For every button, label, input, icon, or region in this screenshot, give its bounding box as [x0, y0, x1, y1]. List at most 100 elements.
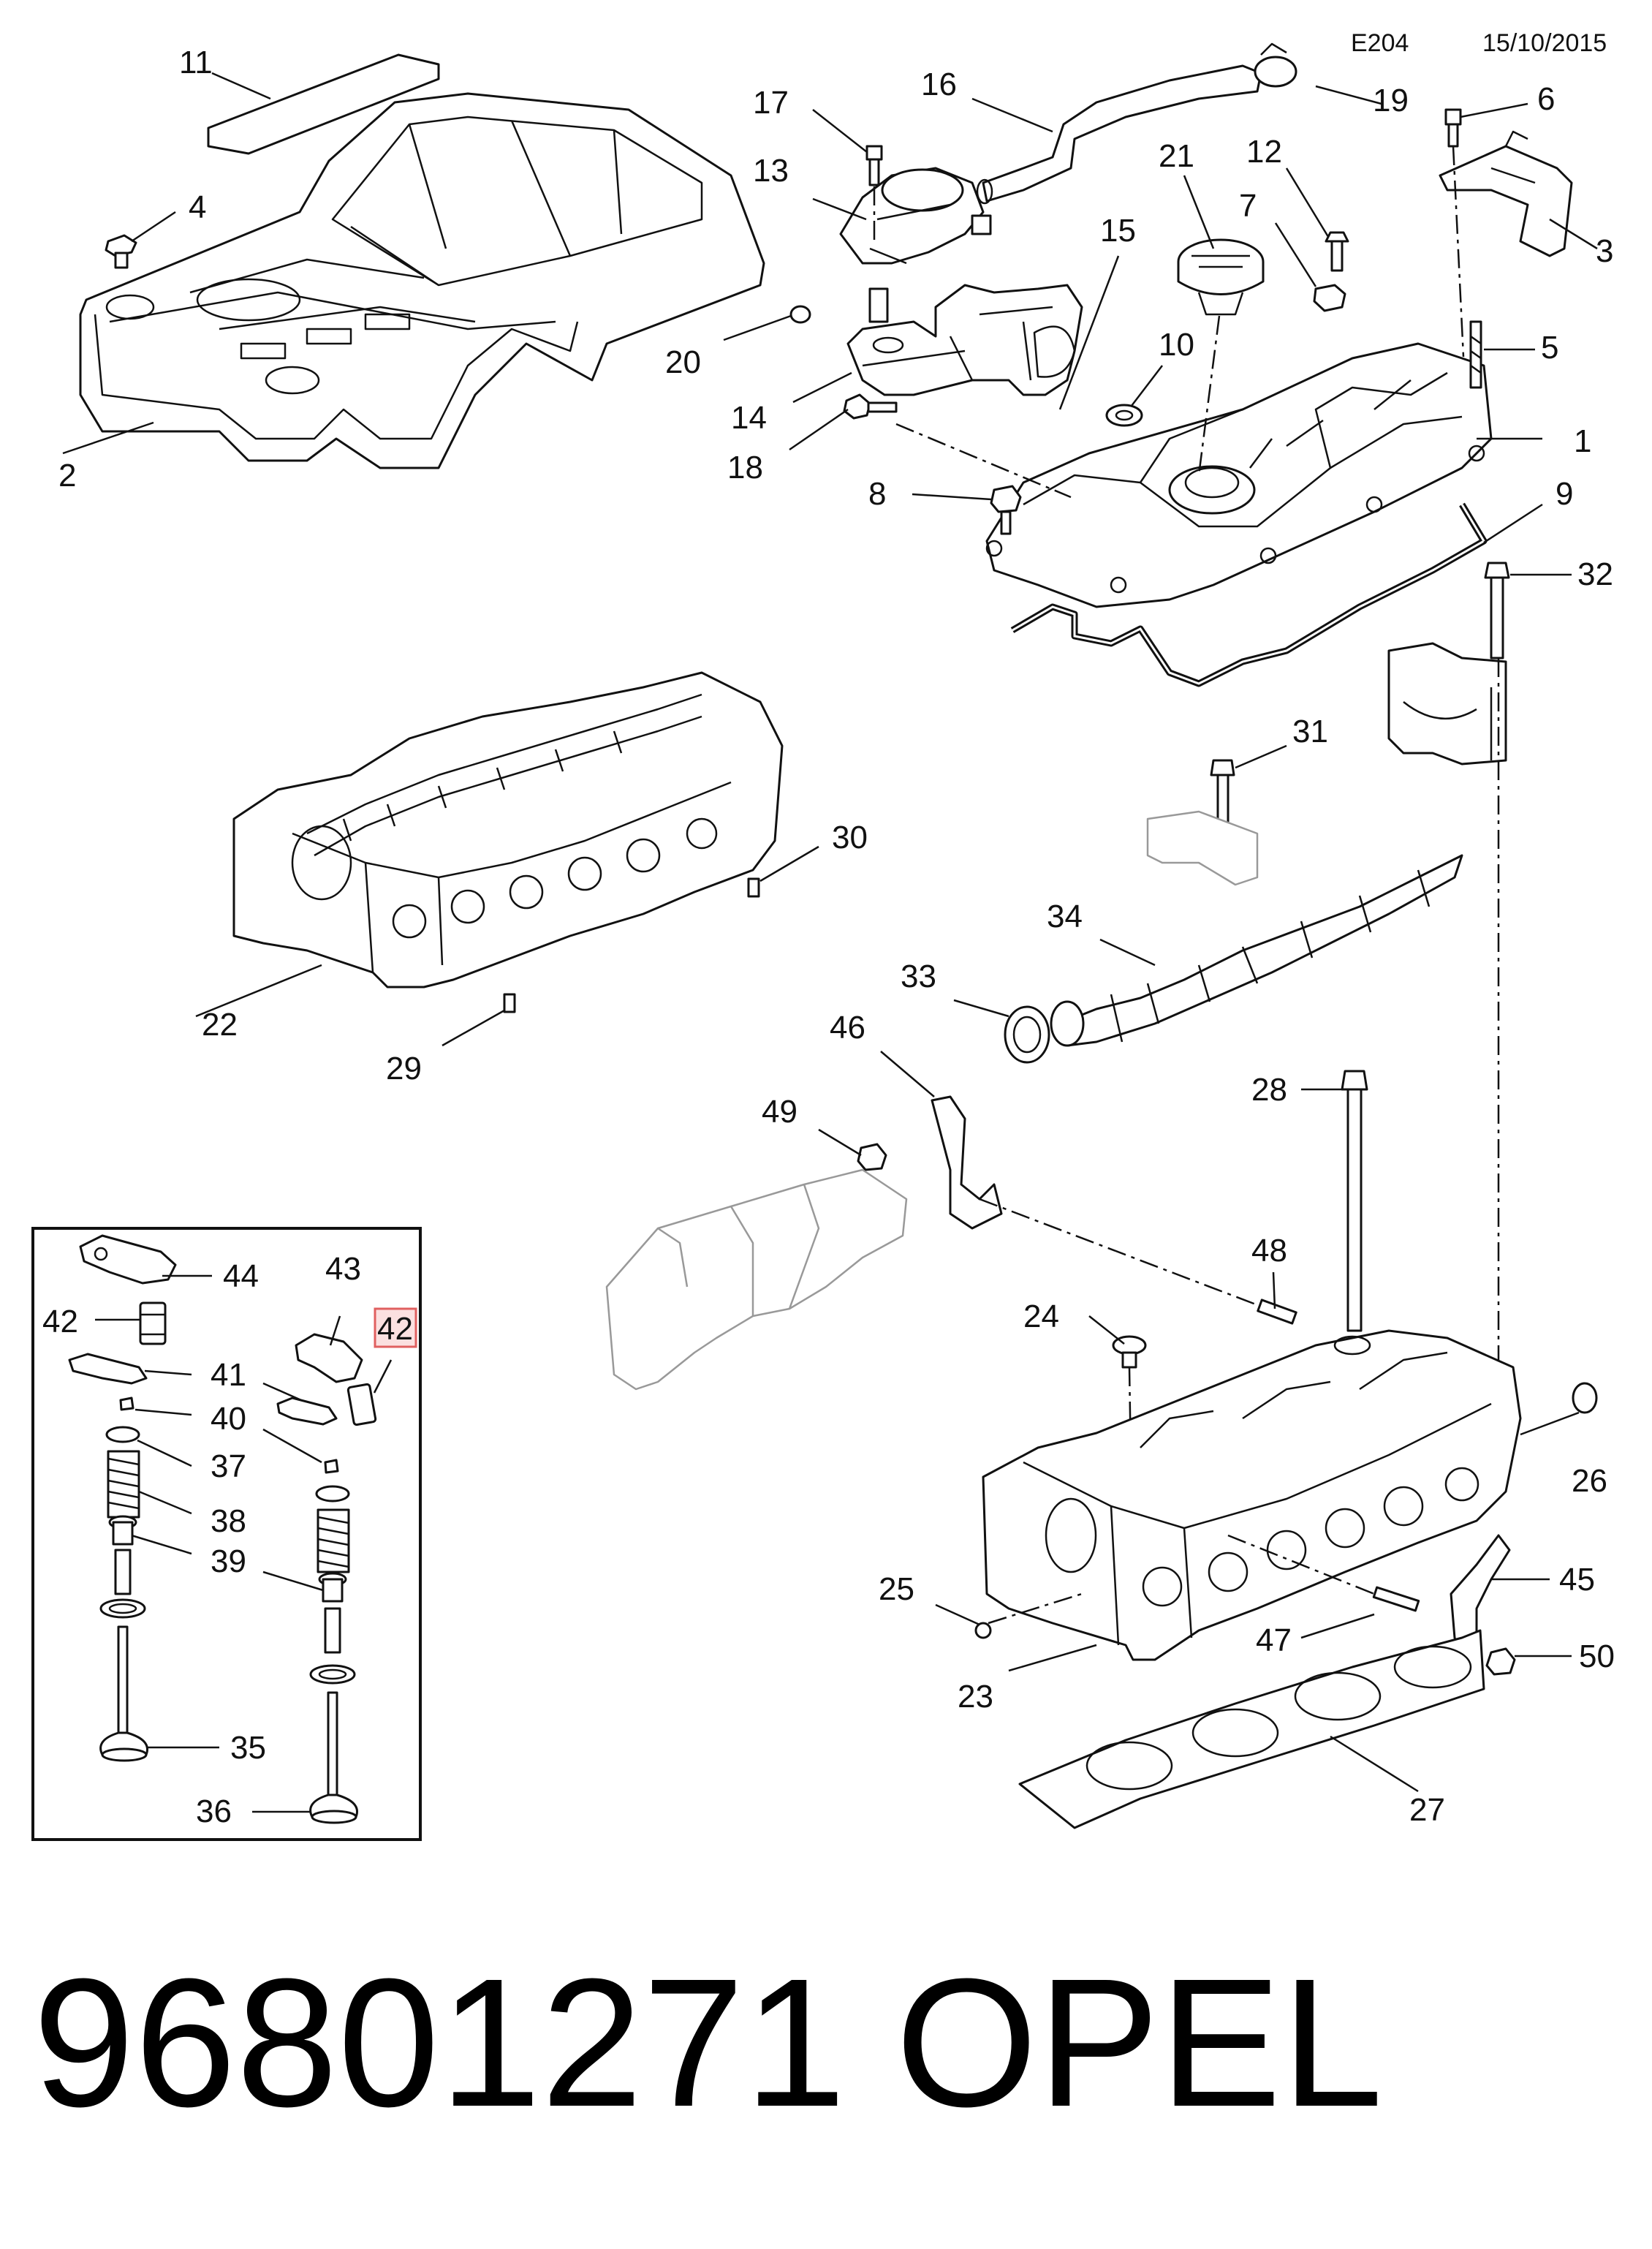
callout-13: 13 [753, 153, 789, 189]
callout-labels: 1 2 3 4 5 6 7 8 9 10 11 12 13 14 15 16 1… [42, 45, 1615, 1829]
callout-25: 25 [879, 1571, 914, 1607]
callout-14: 14 [731, 400, 767, 436]
callout-48: 48 [1251, 1233, 1287, 1269]
valve-seat-a [99, 1598, 146, 1619]
camshaft-seal [1004, 1005, 1050, 1064]
bolt-6 [1444, 108, 1462, 148]
valve-stem-seal-39a [108, 1515, 137, 1546]
pcv-valve [839, 167, 992, 265]
rocker-arm-44 [79, 1234, 177, 1285]
callout-42-left: 42 [42, 1304, 78, 1339]
cylinder-head-gasket [1018, 1629, 1485, 1829]
valve-seat-b [309, 1664, 356, 1685]
callout-50: 50 [1579, 1638, 1615, 1674]
callout-24: 24 [1023, 1299, 1059, 1334]
bolt-7 [1313, 284, 1346, 312]
callout-21: 21 [1159, 138, 1194, 174]
engine-cover [79, 92, 765, 469]
callout-22: 22 [202, 1007, 238, 1043]
stud-5 [1469, 320, 1482, 389]
bolt-17 [865, 145, 883, 186]
valve-35 [99, 1625, 148, 1762]
callout-49: 49 [762, 1094, 797, 1130]
callout-12: 12 [1246, 134, 1282, 170]
callout-31: 31 [1292, 714, 1328, 749]
camshaft-bracket-ghost [1146, 810, 1259, 886]
callout-35: 35 [230, 1730, 266, 1766]
lash-adjuster-42b [346, 1383, 377, 1426]
callout-36: 36 [196, 1793, 232, 1829]
cover-nut [105, 234, 137, 269]
callout-18: 18 [727, 450, 763, 485]
callout-42-highlight [374, 1307, 417, 1348]
callout-29: 29 [386, 1051, 422, 1086]
callout-2: 2 [58, 458, 76, 494]
valve-36 [309, 1691, 358, 1824]
plug-24 [1112, 1335, 1147, 1369]
camshaft [1050, 854, 1463, 1047]
dowel-29 [503, 993, 516, 1013]
callout-1: 1 [1574, 423, 1591, 459]
callout-44: 44 [223, 1258, 259, 1294]
callout-32: 32 [1577, 556, 1613, 592]
dowel-30 [747, 877, 760, 898]
bracket-3 [1439, 130, 1573, 257]
nut-49 [857, 1143, 887, 1171]
head-bolt-28 [1341, 1070, 1368, 1332]
callout-46: 46 [830, 1010, 865, 1046]
callout-30: 30 [832, 820, 868, 855]
callout-26: 26 [1572, 1463, 1607, 1499]
bracket-46 [931, 1095, 1003, 1230]
bolt-8 [990, 485, 1022, 535]
valve-spring-38b [317, 1508, 350, 1573]
valve-stem-seal-39b [318, 1572, 347, 1603]
callout-11: 11 [179, 45, 213, 80]
oil-filler-cap [1177, 238, 1265, 316]
bolt-32 [1484, 562, 1510, 659]
oil-separator-housing [846, 284, 1083, 396]
cylinder-head-upper [232, 671, 784, 989]
bolt-18 [843, 393, 898, 420]
stud-48 [1257, 1299, 1297, 1325]
callout-47: 47 [1256, 1622, 1292, 1658]
diagram-date: 15/10/2015 [1482, 29, 1607, 57]
callout-45: 45 [1559, 1562, 1595, 1598]
finger-follower-41 [68, 1353, 148, 1385]
screw-12 [1325, 231, 1349, 272]
breather-hose [976, 64, 1262, 205]
callout-5: 5 [1541, 330, 1558, 366]
part-number: 96801271 [33, 1940, 846, 2144]
callout-34: 34 [1047, 899, 1083, 934]
callout-8: 8 [868, 476, 886, 512]
callout-33: 33 [901, 959, 936, 994]
callout-40: 40 [211, 1401, 246, 1437]
nut-50 [1485, 1647, 1516, 1676]
callout-17: 17 [753, 85, 789, 121]
callout-42-right: 42 [377, 1311, 413, 1347]
spring-retainer-a [105, 1426, 140, 1443]
camshaft-cover [985, 342, 1493, 608]
callout-43: 43 [325, 1251, 361, 1287]
cam-bearing-cap [1387, 642, 1507, 766]
spring-retainer-b [315, 1485, 350, 1503]
callout-3: 3 [1596, 233, 1613, 269]
valve-keeper-40a [119, 1396, 134, 1411]
valve-spring-38a [107, 1450, 140, 1519]
callout-7: 7 [1239, 188, 1257, 224]
callout-39: 39 [211, 1543, 246, 1579]
plug-20 [789, 305, 811, 324]
callout-15: 15 [1100, 213, 1136, 249]
callout-16: 16 [921, 67, 957, 102]
hose-clamp [1254, 42, 1297, 88]
brand-name: OPEL [895, 1940, 1383, 2144]
cam-cover-gasket [1010, 502, 1488, 687]
callout-27: 27 [1409, 1792, 1445, 1828]
cylinder-head-lower [982, 1329, 1522, 1661]
finger-follower-41b [276, 1396, 338, 1426]
callout-10: 10 [1159, 327, 1194, 363]
callout-28: 28 [1251, 1072, 1287, 1108]
callout-20: 20 [665, 344, 701, 380]
rocker-arm-43 [295, 1333, 363, 1383]
oil-seal-ring [1105, 404, 1143, 427]
callout-4: 4 [189, 189, 206, 225]
